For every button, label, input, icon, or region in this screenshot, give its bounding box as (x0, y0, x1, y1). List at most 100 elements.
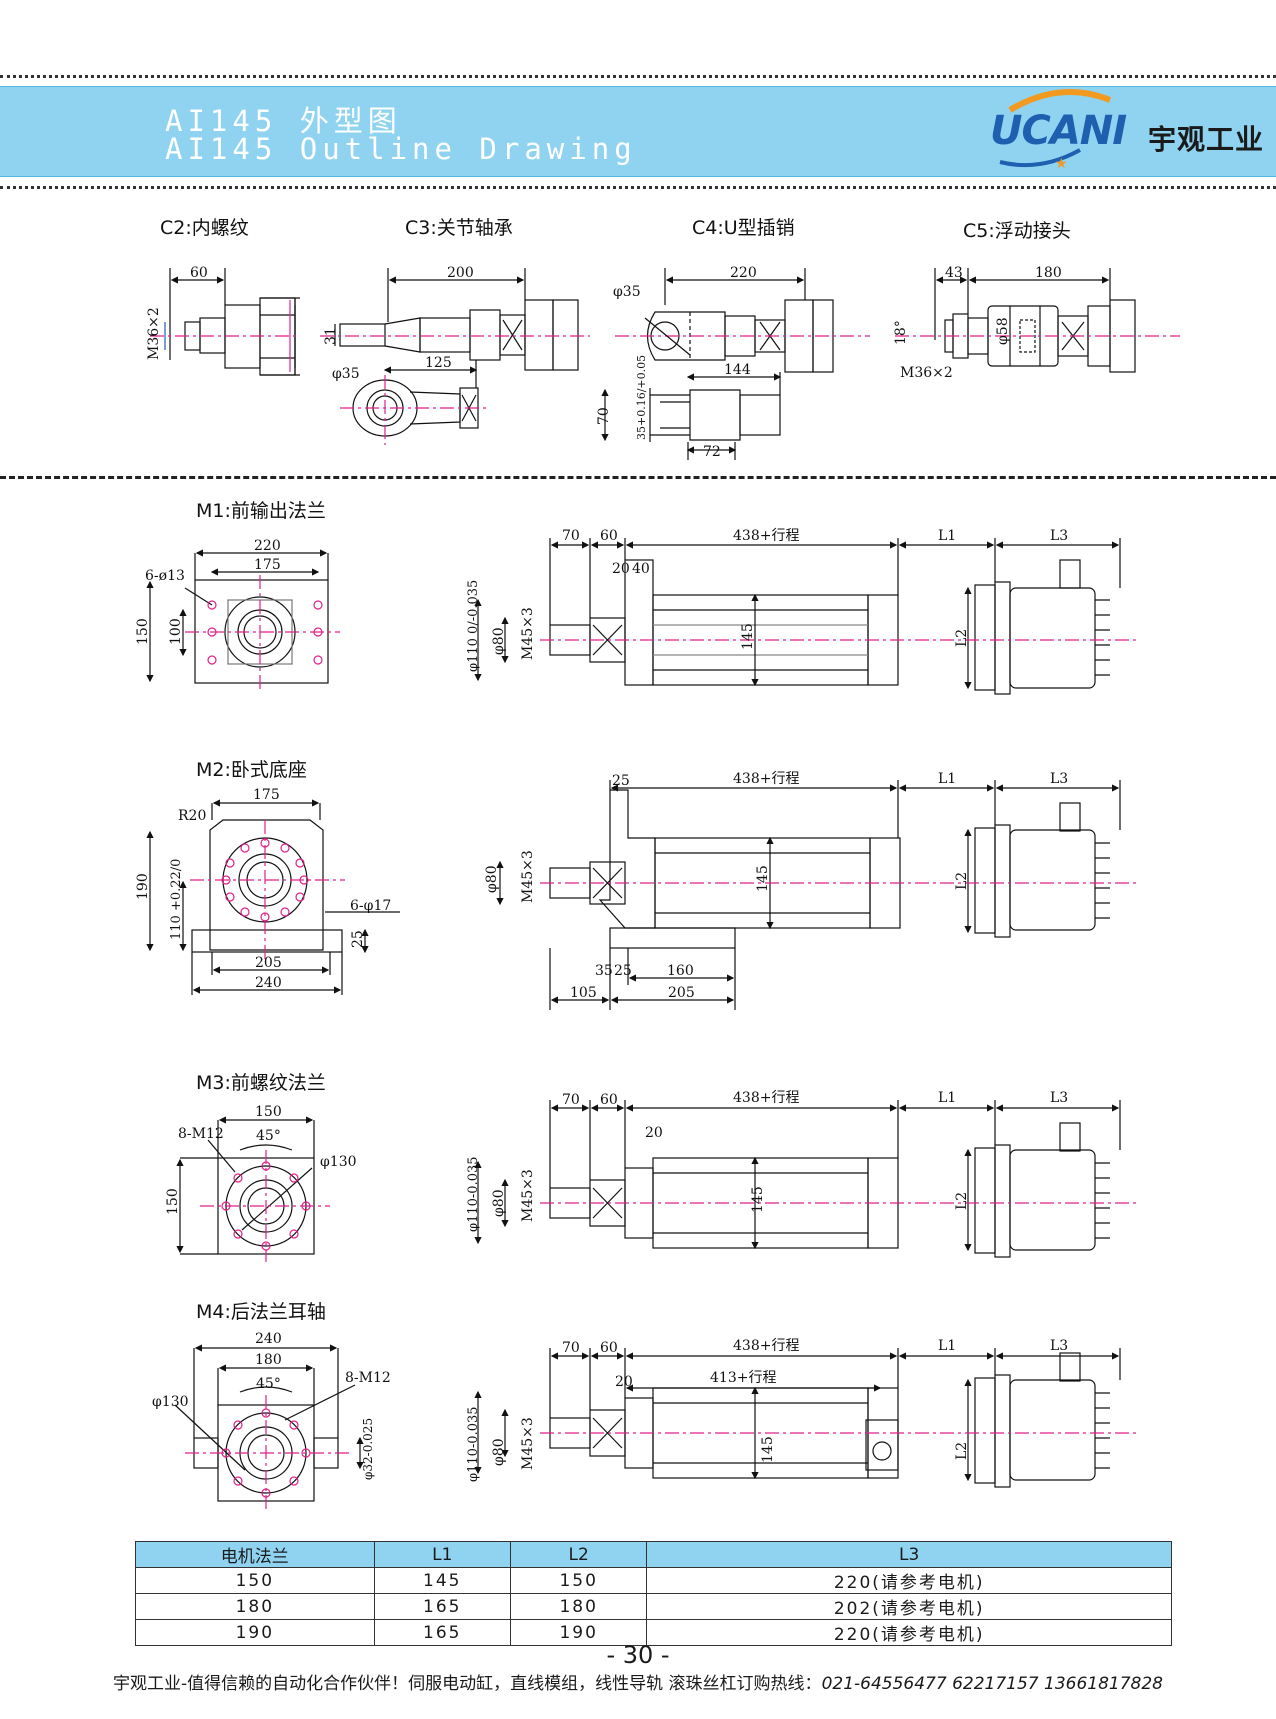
drawing-m1-side (474, 538, 1121, 695)
dim-m4-s20: 20 (615, 1374, 633, 1390)
cell-flange: 150 (135, 1567, 375, 1594)
dim-c3-dia: φ35 (332, 366, 360, 382)
dim-m2-b105: 105 (570, 985, 597, 1001)
drawing-c2 (164, 268, 300, 376)
cell-l1: 165 (373, 1619, 511, 1646)
dim-m1-m45: M45×3 (520, 607, 536, 660)
dim-m2-s25: 25 (612, 773, 630, 789)
dim-m2-l1: L1 (938, 771, 956, 787)
label-m4: M4:后法兰耳轴 (196, 1301, 326, 1323)
footer: 宇观工业-值得信赖的自动化合作伙伴！伺服电动缸，直线模组，线性导轨 滚珠丝杠订购… (0, 1669, 1276, 1694)
dim-m1-d110: φ110 0/-0.035 (466, 580, 481, 672)
drawing-m4-side (474, 1348, 1121, 1488)
cell-l1: 145 (373, 1567, 511, 1594)
dim-m1-l2: L2 (954, 629, 970, 647)
dim-c3-len: 200 (447, 265, 474, 281)
th-l1: L1 (373, 1541, 511, 1568)
dim-c4-w: 72 (703, 444, 721, 460)
dim-m3-w150: 150 (255, 1104, 282, 1120)
dim-m4-l2: L2 (954, 1442, 970, 1460)
th-l2: L2 (509, 1541, 648, 1568)
dim-m4-d130: φ130 (152, 1394, 189, 1410)
dim-m1-l3: L3 (1050, 528, 1068, 544)
dim-m4-s60: 60 (600, 1340, 618, 1356)
top-dotted-rule (0, 75, 1276, 78)
dim-m2-b35: 35 (595, 963, 613, 979)
footer-phones: 021-64556477 62217157 13661817828 (821, 1674, 1163, 1694)
dim-m4-w240: 240 (255, 1331, 282, 1347)
page-number: - 30 - (606, 1641, 670, 1669)
dim-m4-m45: M45×3 (520, 1417, 536, 1470)
drawing-c3 (334, 268, 579, 437)
dim-m4-d80: φ80 (491, 1438, 507, 1466)
dim-m1-d80: φ80 (491, 627, 507, 655)
dim-m1-holes: 6-ø13 (145, 568, 185, 584)
dim-c5-b: 180 (1035, 265, 1062, 281)
dim-m2-d80: φ80 (484, 865, 500, 893)
dim-m1-s70: 70 (562, 528, 580, 544)
dim-m4-ang: 45° (256, 1376, 281, 1392)
motor-flange-table: 电机法兰 L1 L2 L3 150 145 150 220(请参考电机) 180… (135, 1541, 1172, 1646)
dim-c5-thread: M36×2 (900, 365, 953, 381)
title-cn: AI145 外型图 (165, 104, 402, 138)
cell-l2: 180 (509, 1593, 648, 1620)
dim-m2-m45: M45×3 (520, 850, 536, 903)
dim-m3-l2: L2 (954, 1192, 970, 1210)
dim-m2-h190: 190 (135, 873, 151, 900)
dim-m4-stroke2: 413+行程 (710, 1370, 776, 1386)
dim-m2-b25: 25 (614, 963, 632, 979)
dim-m3-m45: M45×3 (520, 1169, 536, 1222)
dim-m2-h145: 145 (755, 865, 771, 892)
dim-m2-holes: 6-φ17 (350, 898, 391, 914)
dim-c4-tol: 35+0.16/+0.05 (635, 355, 648, 440)
dim-m1-l1: L1 (938, 528, 956, 544)
dim-m3-s70: 70 (562, 1092, 580, 1108)
drawing-m2-side (496, 780, 1121, 1010)
label-c3: C3:关节轴承 (405, 217, 513, 239)
dim-c4-len2: 144 (724, 362, 751, 378)
dim-m1-s60: 60 (600, 528, 618, 544)
title-en: AI145 Outline Drawing (165, 132, 637, 166)
dim-m4-stroke: 438+行程 (733, 1338, 799, 1354)
dim-m2-r20: R20 (178, 808, 206, 824)
dim-c2-thread: M36×2 (146, 307, 162, 360)
dim-c4-h: 70 (596, 407, 612, 425)
header-bottom-dotted-rule (0, 186, 1276, 189)
dim-m3-holes: 8-M12 (178, 1126, 224, 1142)
dim-m4-l3: L3 (1050, 1338, 1068, 1354)
cell-l3: 202(请参考电机) (646, 1593, 1172, 1620)
dim-m3-stroke: 438+行程 (733, 1090, 799, 1106)
cell-flange: 180 (135, 1593, 375, 1620)
dim-m3-s60: 60 (600, 1092, 618, 1108)
dim-m3-d130: φ130 (320, 1154, 357, 1170)
dim-m4-d32: φ32-0.025 (361, 1418, 375, 1480)
dim-m4-h145: 145 (760, 1436, 776, 1463)
dim-m3-h145: 145 (750, 1186, 766, 1213)
table-row: 150 145 150 220(请参考电机) (135, 1567, 1172, 1594)
dim-m3-d80: φ80 (491, 1189, 507, 1217)
dim-m2-b205: 205 (668, 985, 695, 1001)
dim-m1-h145: 145 (740, 623, 756, 650)
th-l3: L3 (646, 1541, 1172, 1568)
dim-m4-holes: 8-M12 (345, 1370, 391, 1386)
label-c5: C5:浮动接头 (963, 220, 1071, 242)
dim-m3-d110: φ110-0.035 (466, 1156, 481, 1232)
drawing-m4-front (174, 1344, 364, 1502)
dim-m3-ang: 45° (256, 1128, 281, 1144)
label-m1: M1:前输出法兰 (196, 500, 326, 522)
dim-m1-s20: 20 (612, 561, 630, 577)
section-divider (0, 476, 1276, 479)
dim-m1-h1: 150 (135, 618, 151, 645)
dim-m4-s70: 70 (562, 1340, 580, 1356)
dim-m1-w1: 220 (254, 538, 281, 554)
dim-c2-len: 60 (190, 265, 208, 281)
logo-cn: 宇观工业 (1148, 123, 1265, 156)
dim-m3-l3: L3 (1050, 1090, 1068, 1106)
dim-m3-h150: 150 (165, 1188, 181, 1215)
table-header-row: 电机法兰 L1 L2 L3 (135, 1541, 1172, 1568)
dim-c5-dia: φ58 (995, 317, 1011, 345)
label-c2: C2:内螺纹 (160, 217, 249, 239)
cell-l3: 220(请参考电机) (646, 1567, 1172, 1594)
dim-m2-w175: 175 (253, 787, 280, 803)
dim-c3-h: 31 (323, 327, 339, 345)
